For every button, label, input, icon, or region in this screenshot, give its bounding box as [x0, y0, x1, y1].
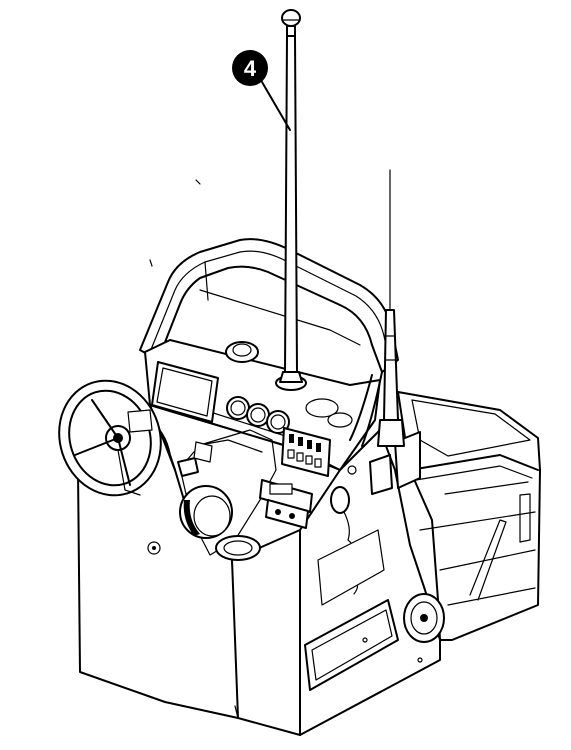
- steering-wheel: [58, 379, 176, 497]
- callout-leader-line: [261, 81, 291, 131]
- nav-light-globe: [281, 9, 301, 27]
- storage-compartment: [304, 599, 399, 691]
- callout-4: 4: [232, 50, 291, 131]
- nav-light-pole-shaft: [284, 35, 298, 373]
- vhf-microphone: [330, 486, 350, 514]
- navigation-light-pole: [275, 9, 307, 391]
- sketch-marks: [149, 179, 239, 719]
- callout-number: 4: [244, 56, 257, 81]
- callout-circle: [232, 50, 268, 86]
- cup-holder: [305, 398, 339, 418]
- dash-electronics: [151, 341, 353, 529]
- throttle-area: [147, 441, 261, 561]
- rear-seat-box: [397, 391, 541, 641]
- vhf-antenna: [377, 169, 405, 447]
